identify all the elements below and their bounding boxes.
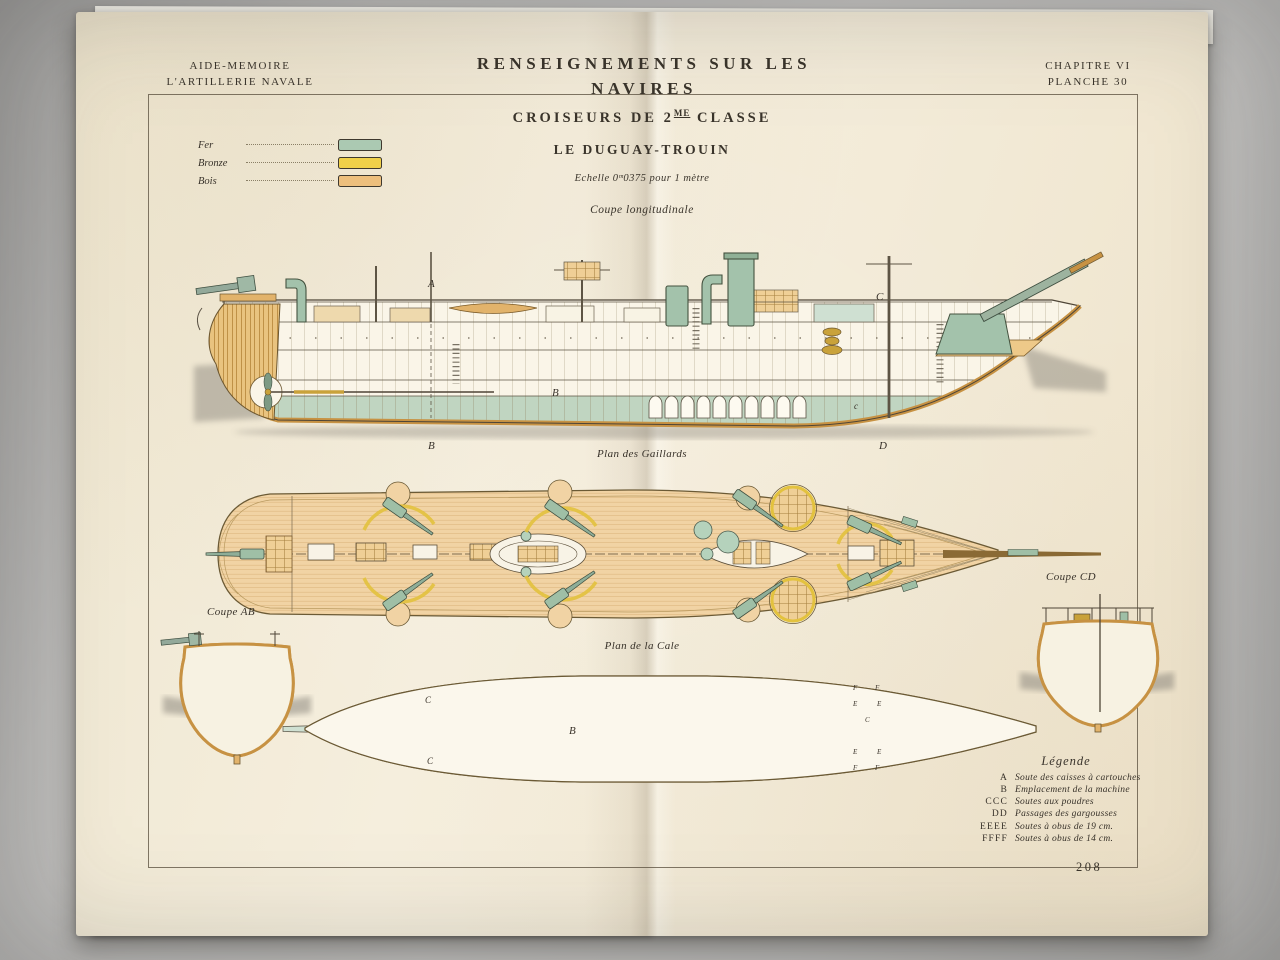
section-letter-b: B [428,440,435,452]
legend-entry: A Soute des caisses à cartouches [936,772,1196,784]
dotted-leader [246,143,334,145]
ladders [452,308,944,384]
page-number: 208 [1076,860,1103,874]
legend-title: Légende [1041,754,1091,768]
legend-key: FFFF [982,833,1008,844]
hold-letter-f: F [852,764,858,772]
hold-letter-c: C [865,716,870,724]
series-title: AIDE-MEMOIRE [189,60,291,72]
legend-key: B [1000,785,1008,796]
scale-note: Echelle 0ᵐ0375 pour 1 mètre [574,173,710,184]
propeller-blade [263,372,273,392]
deck-plan-label: Plan des Gaillards [597,448,687,460]
material-legend-row: Bronze [198,156,382,170]
legend-key: CCC [985,797,1008,808]
hold-plan-drawing: C C B F F E E C E E F F [282,675,1037,783]
section-cd-label: Coupe CD [1046,571,1096,583]
plate-title: CROISEURS DE 2ME CLASSE [148,108,1136,127]
legend-entry: EEEE Soutes à obus de 19 cm. [936,821,1196,833]
section-letter-c-small: c [854,401,858,411]
anchor [900,579,919,593]
hold-letter-b: B [569,725,576,737]
material-legend-row: Fer [198,138,382,152]
stern-assembly [195,274,494,421]
running-head-center: RENSEIGNEMENTS SUR LES NAVIRES [444,52,844,101]
legend-text: Emplacement de la machine [1015,785,1130,796]
legend-key: DD [991,809,1008,820]
section-ab-gun [160,632,202,647]
hold-letter-e: E [852,700,858,708]
capstan [821,327,843,355]
section-letter-c: C [876,291,884,303]
stern-gun [195,274,257,295]
deckhouses [313,289,875,323]
plate-page: AIDE-MEMOIRE L'ARTILLERIE NAVALE RENSEIG… [76,12,1208,936]
legend-text: Soutes à obus de 19 cm. [1015,821,1114,832]
section-ab-drawing [160,631,311,765]
legend-key: EEEE [979,821,1008,832]
hold-letter-e: E [852,748,858,756]
section-cd-drawing [1020,594,1174,733]
series-subtitle: L'ARTILLERIE NAVALE [166,75,314,88]
anchor [900,515,919,529]
legend-text: Soutes à obus de 14 cm. [1015,833,1114,844]
plate-title-end: CLASSE [690,109,772,126]
main-deck-plan-drawing [205,479,1101,629]
material-label: Bois [198,175,217,187]
bridge-platform [563,261,601,281]
longitudinal-section-drawing [194,251,1106,439]
hold-letter-c: C [427,756,434,766]
section-letter-d: D [879,440,887,452]
legend-text: Passages des gargousses [1015,809,1118,820]
plate-number: PLANCHE 30 [1047,75,1129,88]
chapter-number: CHAPITRE VI [1045,60,1131,72]
material-swatch-bois [338,175,382,187]
legend-key: A [999,773,1008,783]
dotted-leader [246,161,334,163]
legend-entry: DD Passages des gargousses [936,808,1196,820]
legend-entry: FFFF Soutes à obus de 14 cm. [936,833,1196,845]
section-ab-label: Coupe AB [207,606,255,618]
plate-heading: RENSEIGNEMENTS SUR LES NAVIRES [476,54,812,98]
masts [375,252,912,418]
running-head-left: AIDE-MEMOIRE L'ARTILLERIE NAVALE [140,59,340,91]
dotted-leader [246,179,334,181]
hold-letter-e: E [876,748,882,756]
hold-letter-f: F [852,684,858,692]
material-label: Fer [198,139,214,151]
legend-text: Soutes aux poudres [1015,797,1094,808]
hold-plan-label: Plan de la Cale [604,640,680,652]
bow-details [847,507,1101,601]
engine-hatches [520,520,740,578]
legend-entry: CCC Soutes aux poudres [936,796,1196,808]
plate-title-text: CROISEURS DE 2 [512,109,674,126]
legend: Légende A Soute des caisses à cartouches… [936,754,1196,845]
running-head-right: CHAPITRE VI PLANCHE 30 [998,59,1178,91]
material-swatch-fer [338,139,382,151]
hold-letter-c: C [425,695,432,705]
cowl-vent [285,278,307,323]
ship-boat [448,303,538,314]
legend-entry: B Emplacement de la machine [936,784,1196,796]
material-legend-row: Bois [198,174,382,188]
cowl-vent [701,274,723,325]
pivot-turntables [769,484,817,624]
section-letter-a: A [428,278,435,290]
section-letter-b-inner: B [552,387,559,399]
stern-structure [265,535,293,573]
border-frame [148,94,1138,868]
legend-text: Soute des caisses à cartouches [1015,773,1141,783]
hold-letter-e: E [876,700,882,708]
material-swatch-bronze [338,157,382,169]
funnels [285,252,759,327]
hold-letter-f: F [874,764,880,772]
material-label: Bronze [198,157,228,169]
bow-gun [935,251,1104,357]
hold-letter-f: F [874,684,880,692]
view-label-longitudinal: Coupe longitudinale [590,204,694,216]
section-ab-masts [194,631,280,646]
ship-name: LE DUGUAY-TROUIN [553,142,731,157]
plate-title-superscript: ME [673,108,691,118]
